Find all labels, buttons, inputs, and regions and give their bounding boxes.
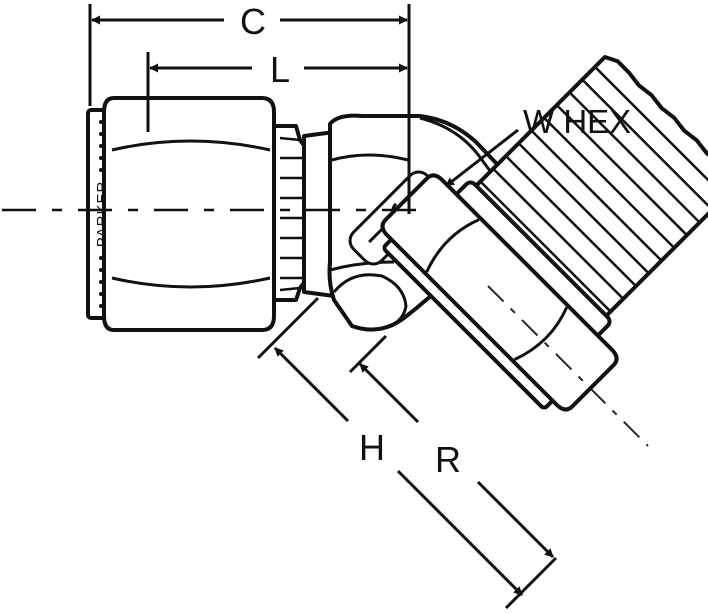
dimension-l: L bbox=[146, 49, 408, 132]
neck-threads bbox=[272, 124, 308, 302]
right-connector bbox=[380, 54, 708, 412]
dim-h-label: H bbox=[359, 427, 385, 468]
hex-nut bbox=[102, 96, 276, 332]
hex-body bbox=[380, 173, 619, 412]
left-nut-assembly: PARKER bbox=[86, 96, 336, 332]
dim-c-label: C bbox=[240, 1, 266, 42]
dim-r-label: R bbox=[435, 439, 461, 480]
dimension-r: R bbox=[348, 334, 555, 559]
dimension-c: C bbox=[88, 1, 411, 214]
dimension-w-hex: W HEX bbox=[445, 103, 631, 188]
dim-l-label: L bbox=[270, 49, 290, 90]
hex-nut-flats bbox=[111, 139, 271, 289]
dim-w-label: W HEX bbox=[523, 103, 631, 140]
dimension-h: H bbox=[256, 296, 558, 610]
centerline-diagonal bbox=[487, 285, 649, 447]
